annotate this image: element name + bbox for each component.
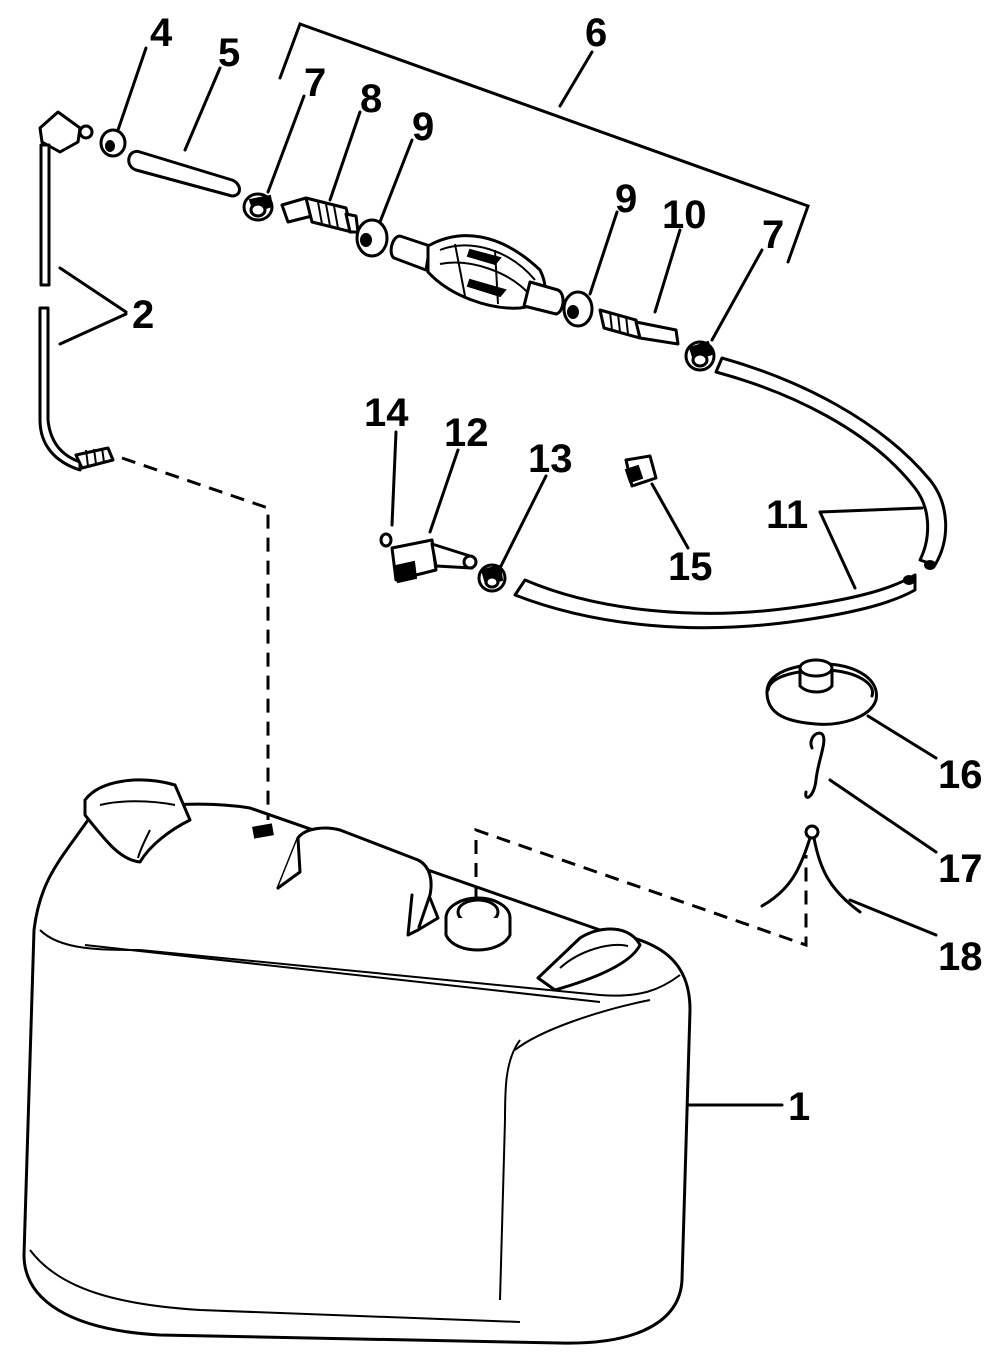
bracket-6 <box>278 22 810 264</box>
hose-5 <box>127 149 241 198</box>
callout-labels: 1 2 4 5 6 7 8 9 9 10 7 11 12 13 14 15 16… <box>132 11 983 1129</box>
callout-14: 14 <box>364 391 409 435</box>
assembly-lines <box>121 456 808 948</box>
callout-18: 18 <box>938 935 983 979</box>
hook-17 <box>804 731 826 799</box>
callout-9-right: 9 <box>615 177 637 221</box>
callout-9-left: 9 <box>412 105 434 149</box>
connector-8 <box>280 196 360 234</box>
callout-10: 10 <box>662 193 707 237</box>
retainer-18 <box>760 824 862 914</box>
cap-15 <box>624 454 658 488</box>
clamp-7-left <box>242 192 274 222</box>
primer-bulb <box>389 234 565 316</box>
callout-7-left: 7 <box>304 61 326 105</box>
o-ring-14 <box>379 532 393 548</box>
connector-10 <box>598 308 680 346</box>
callout-11: 11 <box>766 493 808 537</box>
callout-15: 15 <box>668 545 713 589</box>
clip-9-left <box>355 218 389 258</box>
clip-4 <box>99 128 127 158</box>
callout-13: 13 <box>528 437 573 481</box>
clip-9-right <box>562 290 594 328</box>
callout-7-right: 7 <box>762 213 784 257</box>
clamp-13 <box>477 563 507 593</box>
leader-lines <box>58 46 938 1107</box>
callout-12: 12 <box>444 411 489 455</box>
callout-16: 16 <box>938 753 983 797</box>
hose-11 <box>513 356 948 630</box>
callout-4: 4 <box>150 11 173 55</box>
fuel-pickup-tube <box>38 110 115 472</box>
connector-12 <box>390 538 478 584</box>
callout-2: 2 <box>132 293 154 337</box>
callout-8: 8 <box>360 77 382 121</box>
filler-cap-16 <box>765 658 878 726</box>
fuel-tank <box>22 778 692 1345</box>
callout-5: 5 <box>218 31 240 75</box>
clamp-7-right <box>684 340 716 372</box>
callout-6: 6 <box>585 11 607 55</box>
callout-1: 1 <box>788 1085 810 1129</box>
callout-17: 17 <box>938 847 983 891</box>
